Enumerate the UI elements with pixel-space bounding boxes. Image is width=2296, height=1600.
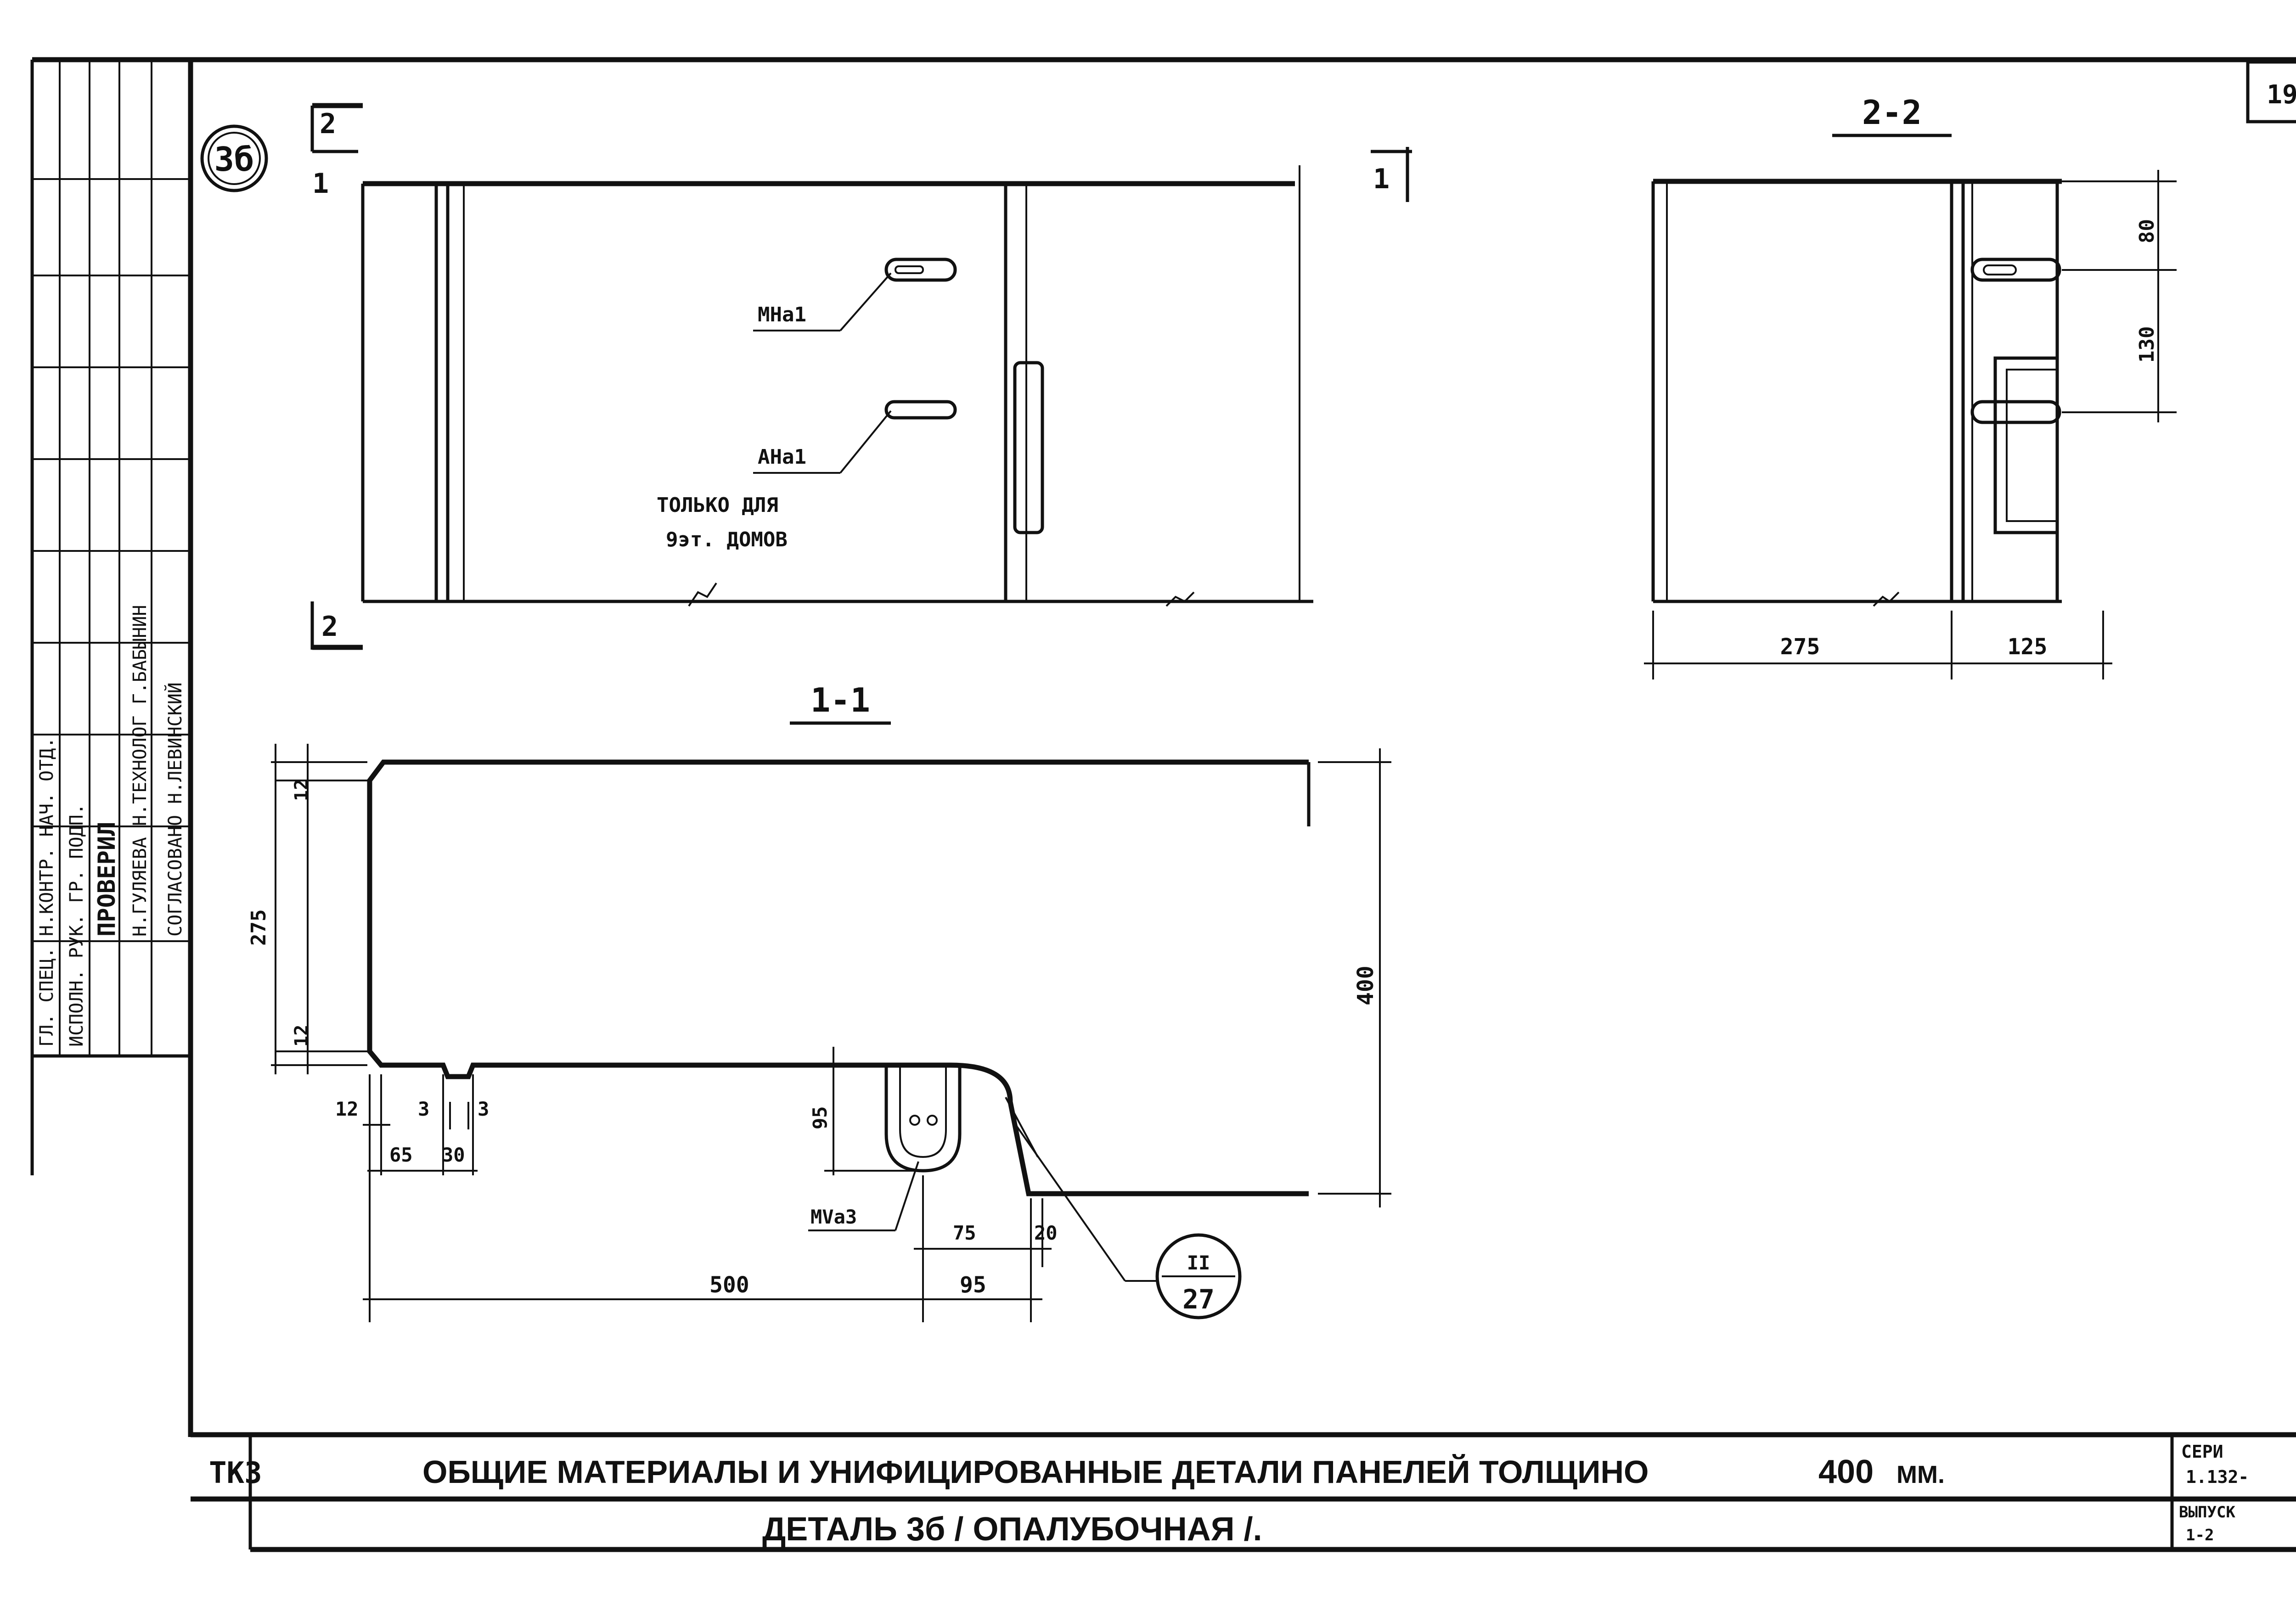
dim-95-horizontal: 95 [960,1272,986,1298]
section-1-1 [271,721,1391,1322]
callout-ana: АНа1 [758,445,806,469]
dim-400: 400 [1353,966,1379,1005]
section-mark-1-right: 1 [1373,163,1390,195]
title-value: 400 [1818,1454,1874,1490]
issue-label: ВЫПУСК [2179,1503,2235,1521]
stamp-col1: ГЛ. СПЕЦ. Н.КОНТР. НАЧ. ОТД. [36,737,57,1047]
title-block [191,1437,2296,1552]
stamp-col5: СОГЛАСОВАНО Н.ЛЕВИНСКИЙ [164,682,186,937]
title-org: ТКЗ [209,1456,262,1490]
dim-75: 75 [953,1222,976,1244]
section-1-1-title: 1-1 [810,681,870,719]
sheet-number: 19 [2267,80,2296,110]
dim-3-a: 3 [418,1098,429,1120]
section-mark-2-bottom: 2 [321,611,338,643]
dim-125: 125 [2008,634,2048,660]
callout-mva: МVа3 [810,1206,857,1228]
dim-80: 80 [2135,219,2159,243]
slot-mna [884,258,957,282]
callout-mna: МНа1 [758,303,806,326]
detail-line: ДЕТАЛЬ 3б / ОПАЛУБОЧНАЯ /. [762,1511,1262,1548]
dim-3-b: 3 [478,1098,489,1120]
title-unit: ММ. [1896,1461,1945,1488]
section-2-2 [1644,134,2177,679]
dim-65: 65 [389,1144,413,1166]
detail-mark-circle [200,124,268,192]
reference-bottom: 27 [1182,1284,1215,1315]
stamp-col4: Н.ГУЛЯЕВА Н.ТЕХНОЛОГ Г.БАБЫНИН [129,605,151,937]
dim-275: 275 [247,909,270,946]
reference-top: II [1187,1252,1210,1274]
dim-30: 30 [442,1144,465,1166]
note-line2: 9эт. ДОМОВ [666,528,788,551]
issue-value: 1-2 [2186,1526,2214,1544]
dim-95-vertical: 95 [809,1106,831,1129]
stamp-col2: ИСПОЛН. РУК. ГР. ПОДП. [66,803,87,1047]
dim-500: 500 [709,1272,749,1298]
detail-mark: 3б [214,140,254,179]
note-line1: ТОЛЬКО ДЛЯ [657,494,778,517]
section-2-2-title: 2-2 [1862,93,1922,132]
sheet-frame [30,57,2296,1437]
section-mark-1-left: 1 [312,168,329,200]
view-top [310,103,1412,650]
slot-ana [884,400,957,420]
series-value: 1.132- [2186,1467,2249,1487]
title-line: ОБЩИЕ МАТЕРИАЛЫ И УНИФИЦИРОВАННЫЕ ДЕТАЛИ… [422,1454,1649,1490]
sheet-number-box [2246,60,2296,124]
dim-12-bottom: 12 [291,1025,312,1047]
series-label: СЕРИ [2181,1442,2223,1462]
section-mark-2-top: 2 [320,108,336,140]
dim-12-top: 12 [291,779,312,801]
dim-12-left: 12 [335,1098,359,1120]
dim-20: 20 [1034,1222,1058,1244]
dim-130: 130 [2135,326,2159,363]
approval-stamp [32,60,191,1056]
stamp-col3: ПРОВЕРИЛ [93,822,121,937]
reference-circle [1155,1233,1242,1319]
dim-275-width: 275 [1780,634,1820,660]
